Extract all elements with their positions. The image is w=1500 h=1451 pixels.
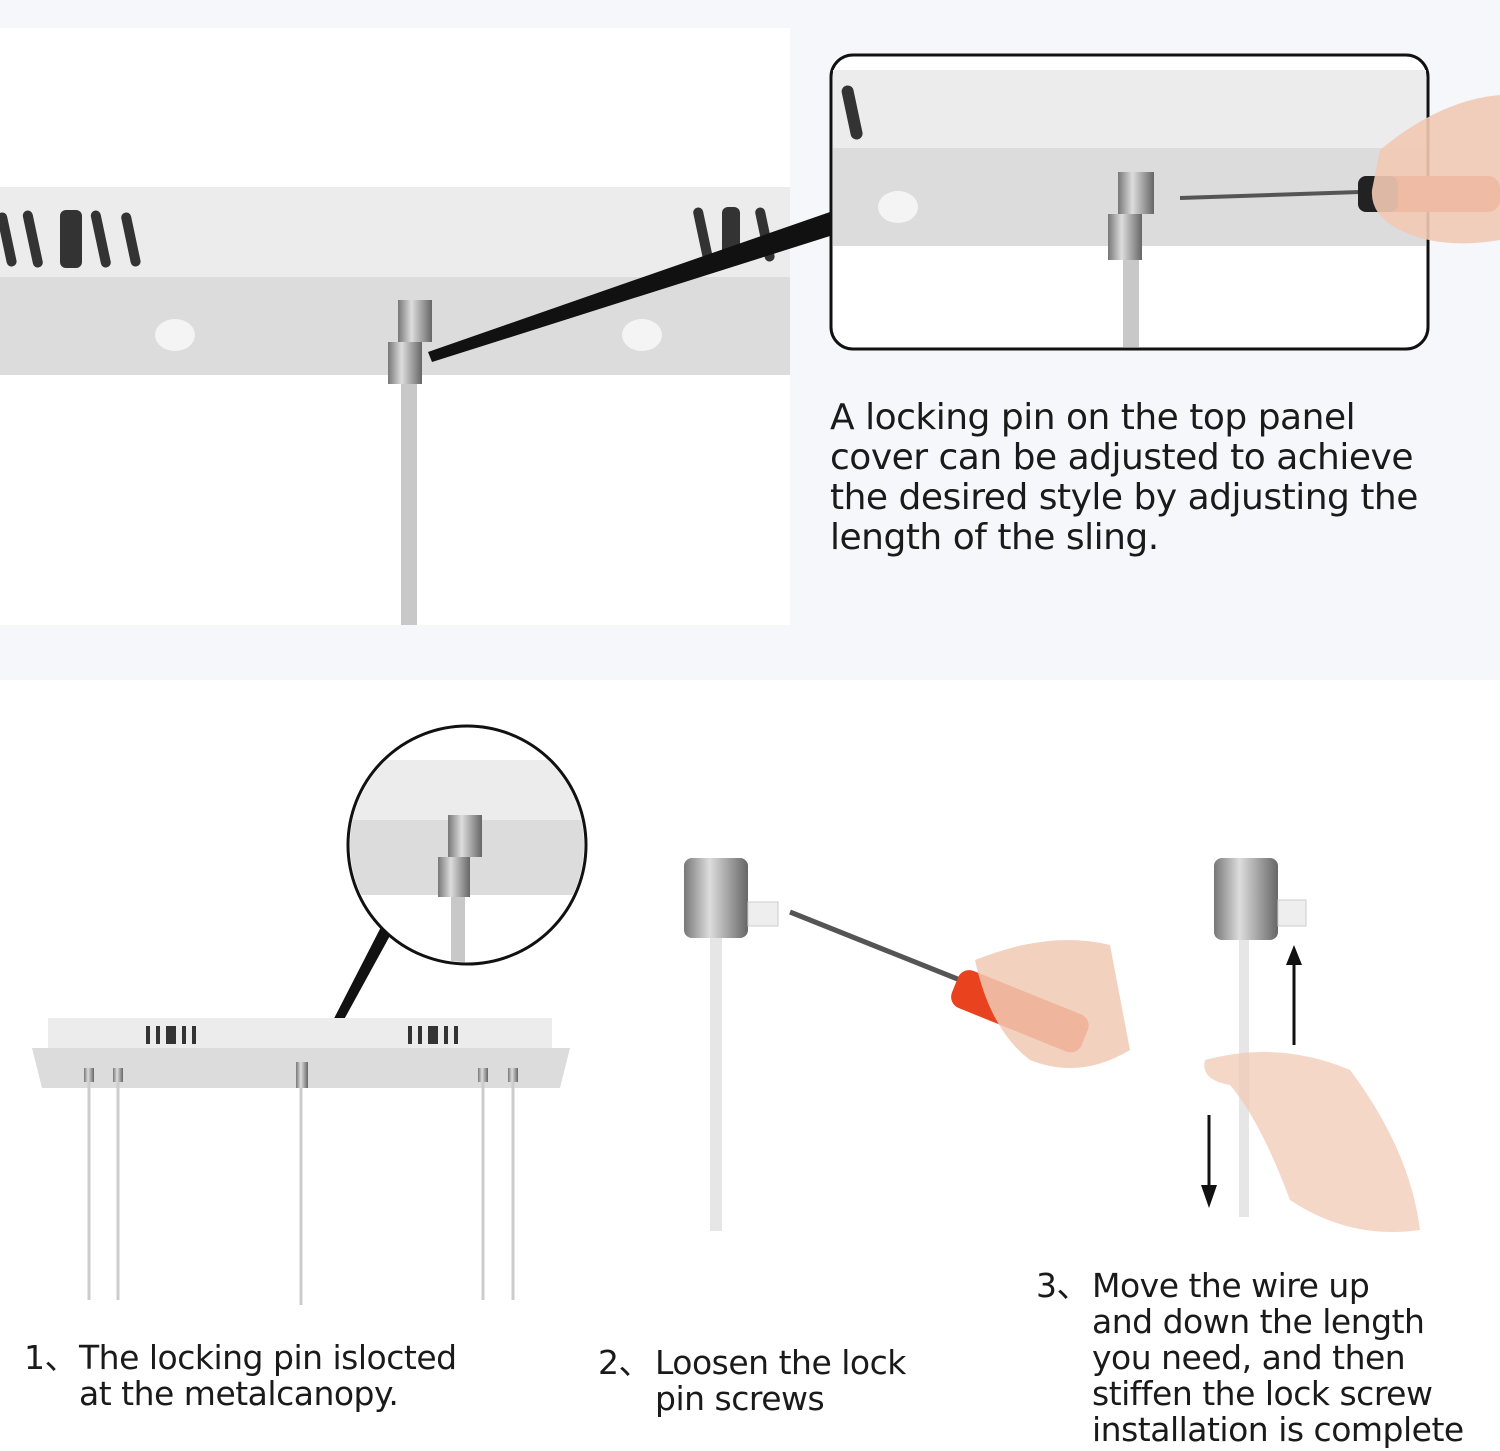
step-text: and down the length [1092,1302,1425,1341]
step-number: 3、 [1036,1266,1090,1305]
adjust-wire-illustration [1201,858,1420,1232]
canopy-closeup [0,187,830,625]
canopy-full-view [32,1018,570,1305]
step-text: Move the wire up [1092,1266,1370,1305]
magnifier-circle [305,724,588,1078]
loosen-screw-illustration [684,858,1130,1231]
step-text: stiffen the lock screw [1092,1374,1433,1413]
step-number: 2、 [598,1343,652,1382]
screwdriver-inset [829,53,1500,351]
step-number: 1、 [24,1338,78,1377]
caption-line: A locking pin on the top panel [830,397,1356,438]
caption-line: the desired style by adjusting the [830,477,1418,518]
caption-line: cover can be adjusted to achieve [830,437,1413,478]
step-text: The locking pin islocted [79,1338,457,1377]
step-text: you need, and then [1092,1338,1406,1377]
step-text: at the metalcanopy. [79,1374,399,1413]
caption-line: length of the sling. [830,517,1159,558]
top-caption: A locking pin on the top panel cover can… [830,398,1418,558]
step-text: pin screws [655,1379,825,1418]
step-text: installation is complete [1092,1410,1464,1449]
step-text: Loosen the lock [655,1343,906,1382]
